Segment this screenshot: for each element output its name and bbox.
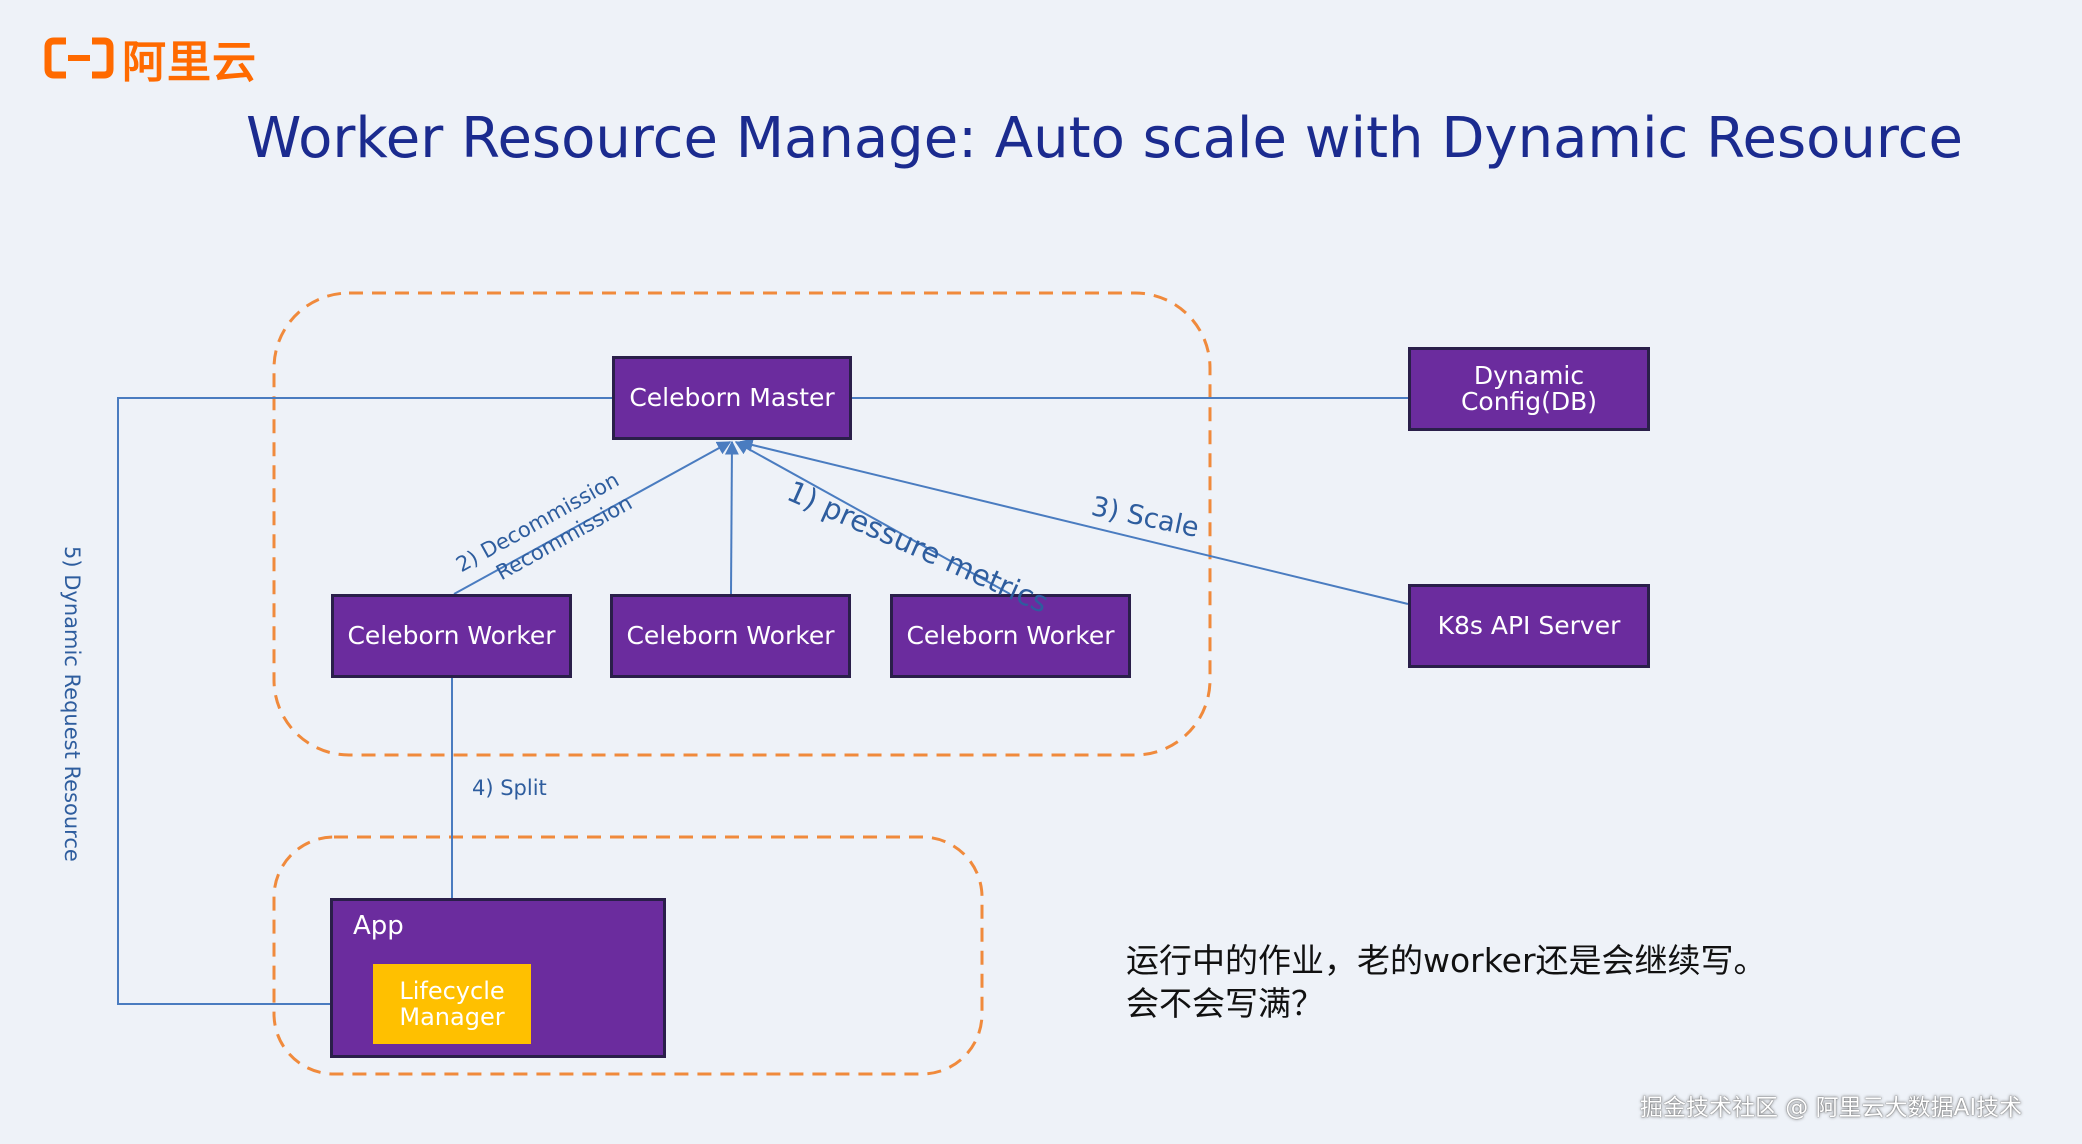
note-text: 运行中的作业，老的worker还是会继续写。 会不会写满？ — [1126, 940, 1767, 1026]
k8s-master-line — [738, 438, 1409, 605]
lifecycle-line-1: Lifecycle — [399, 976, 505, 1005]
page-title: Worker Resource Manage: Auto scale with … — [246, 106, 1963, 171]
app-group-border — [272, 835, 984, 1076]
note-line-2: 会不会写满？ — [1126, 983, 1324, 1023]
dynamic-config-line-2: Config(DB) — [1460, 387, 1598, 416]
logo-text: 阿里云 — [122, 37, 257, 88]
lifecycle-manager-box: Lifecycle Manager — [373, 964, 531, 1044]
note-line-1: 运行中的作业，老的worker还是会继续写。 — [1126, 941, 1767, 980]
celeborn-worker-box-1: Celeborn Worker — [331, 594, 572, 678]
cluster-group-border — [272, 291, 1212, 757]
dynamic-request-label: 5) Dynamic Request Resource — [60, 546, 84, 862]
dynamic-config-line-1: Dynamic — [1473, 360, 1585, 390]
dynamic-config-box: Dynamic Config(DB) — [1408, 347, 1650, 431]
celeborn-master-box: Celeborn Master — [612, 356, 852, 440]
lifecycle-line-2: Manager — [399, 1003, 505, 1031]
celeborn-worker-box-2: Celeborn Worker — [610, 594, 851, 678]
worker3-master-line — [734, 441, 1011, 595]
split-label: 4) Split — [472, 776, 547, 800]
worker1-master-line — [453, 441, 732, 595]
alibaba-cloud-logo-icon — [44, 37, 114, 79]
app-label: App — [353, 911, 404, 941]
dynamic-request-line — [117, 397, 612, 1011]
alibaba-cloud-logo: 阿里云 — [44, 26, 257, 90]
worker2-master-line — [724, 440, 739, 595]
watermark: 掘金技术社区 @ 阿里云大数据AI技术 — [1640, 1095, 2023, 1121]
celeborn-worker-box-3: Celeborn Worker — [890, 594, 1131, 678]
k8s-api-server-box: K8s API Server — [1408, 584, 1650, 668]
